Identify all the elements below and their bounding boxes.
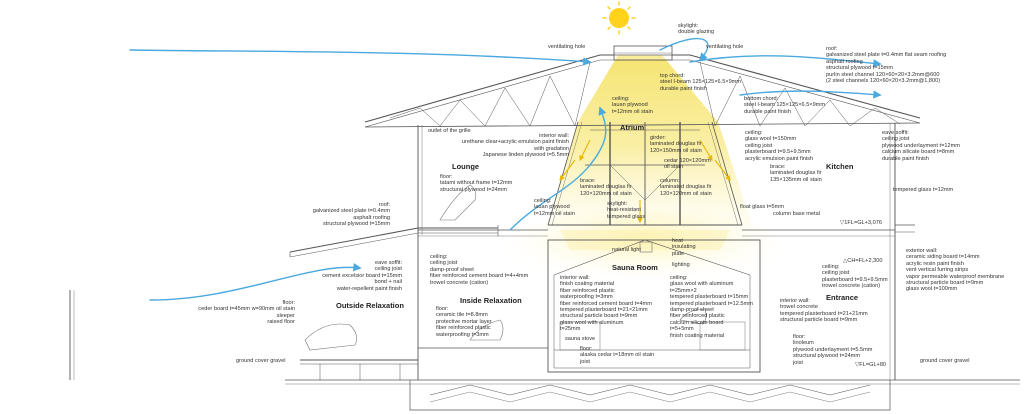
- airflow-arrows: [129, 37, 882, 301]
- outside-deck: [69, 290, 548, 380]
- label-lighting: lighting: [672, 262, 690, 268]
- light-arrows: [559, 139, 731, 224]
- label-ground-left: ground cover gravel: [236, 358, 286, 364]
- entrance-roof: [895, 224, 915, 233]
- label-sauna-stove: sauna stove: [565, 336, 596, 342]
- label-vent-right: ventilating hole: [706, 44, 744, 50]
- room-entrance: Entrance: [826, 293, 859, 302]
- lower-roof-left: [289, 225, 499, 258]
- room-inside-relaxation: Inside Relaxation: [460, 296, 522, 305]
- label-skylight: skylight:double glazing: [678, 23, 715, 36]
- label-fl-level-1: ▽1FL=GL+3,076: [840, 220, 882, 226]
- label-interior-wall-left: interior wall:urethane clear+acrylic emu…: [461, 133, 569, 159]
- label-column-base: column base metal: [773, 211, 820, 217]
- room-sauna: Sauna Room: [612, 263, 658, 272]
- label-vent-left: ventilating hole: [548, 44, 586, 50]
- sauna-room-box: [547, 239, 761, 373]
- room-lounge: Lounge: [452, 162, 480, 171]
- label-fl-level-2: ▽FL=GL+80: [855, 362, 887, 368]
- label-tempered-glass-right: tempered glass t=12mm: [893, 187, 954, 193]
- walls: [417, 123, 896, 380]
- label-ch-level: △CH=FL+2,300: [843, 258, 883, 264]
- label-natural-light: natural light: [612, 247, 641, 253]
- label-floor-outside: floor:ceder board t=45mm w=90mm oil stai…: [198, 300, 295, 326]
- sun-icon: [602, 1, 636, 35]
- label-exterior-wall: exterior wall:ceramic siding board t=14m…: [906, 248, 1005, 293]
- room-kitchen: Kitchen: [826, 162, 854, 171]
- label-roof-main: roof:galvanized steel plate t=0.4mm flat…: [826, 46, 947, 85]
- label-ground-right: ground cover gravel: [920, 358, 970, 364]
- ground-line: [285, 379, 1020, 411]
- room-outside-relaxation: Outside Relaxation: [336, 301, 404, 310]
- room-atrium: Atrium: [620, 123, 645, 132]
- label-float-glass: float glass t=5mm: [740, 204, 784, 210]
- label-outlet-grille: outlet of the grille: [428, 128, 471, 134]
- label-bottom-chord: bottom chord:steel I-beam 125×125×6.5×9m…: [744, 96, 826, 115]
- atrium-structure: [547, 121, 743, 226]
- lounge-chair-sketch: [304, 184, 707, 351]
